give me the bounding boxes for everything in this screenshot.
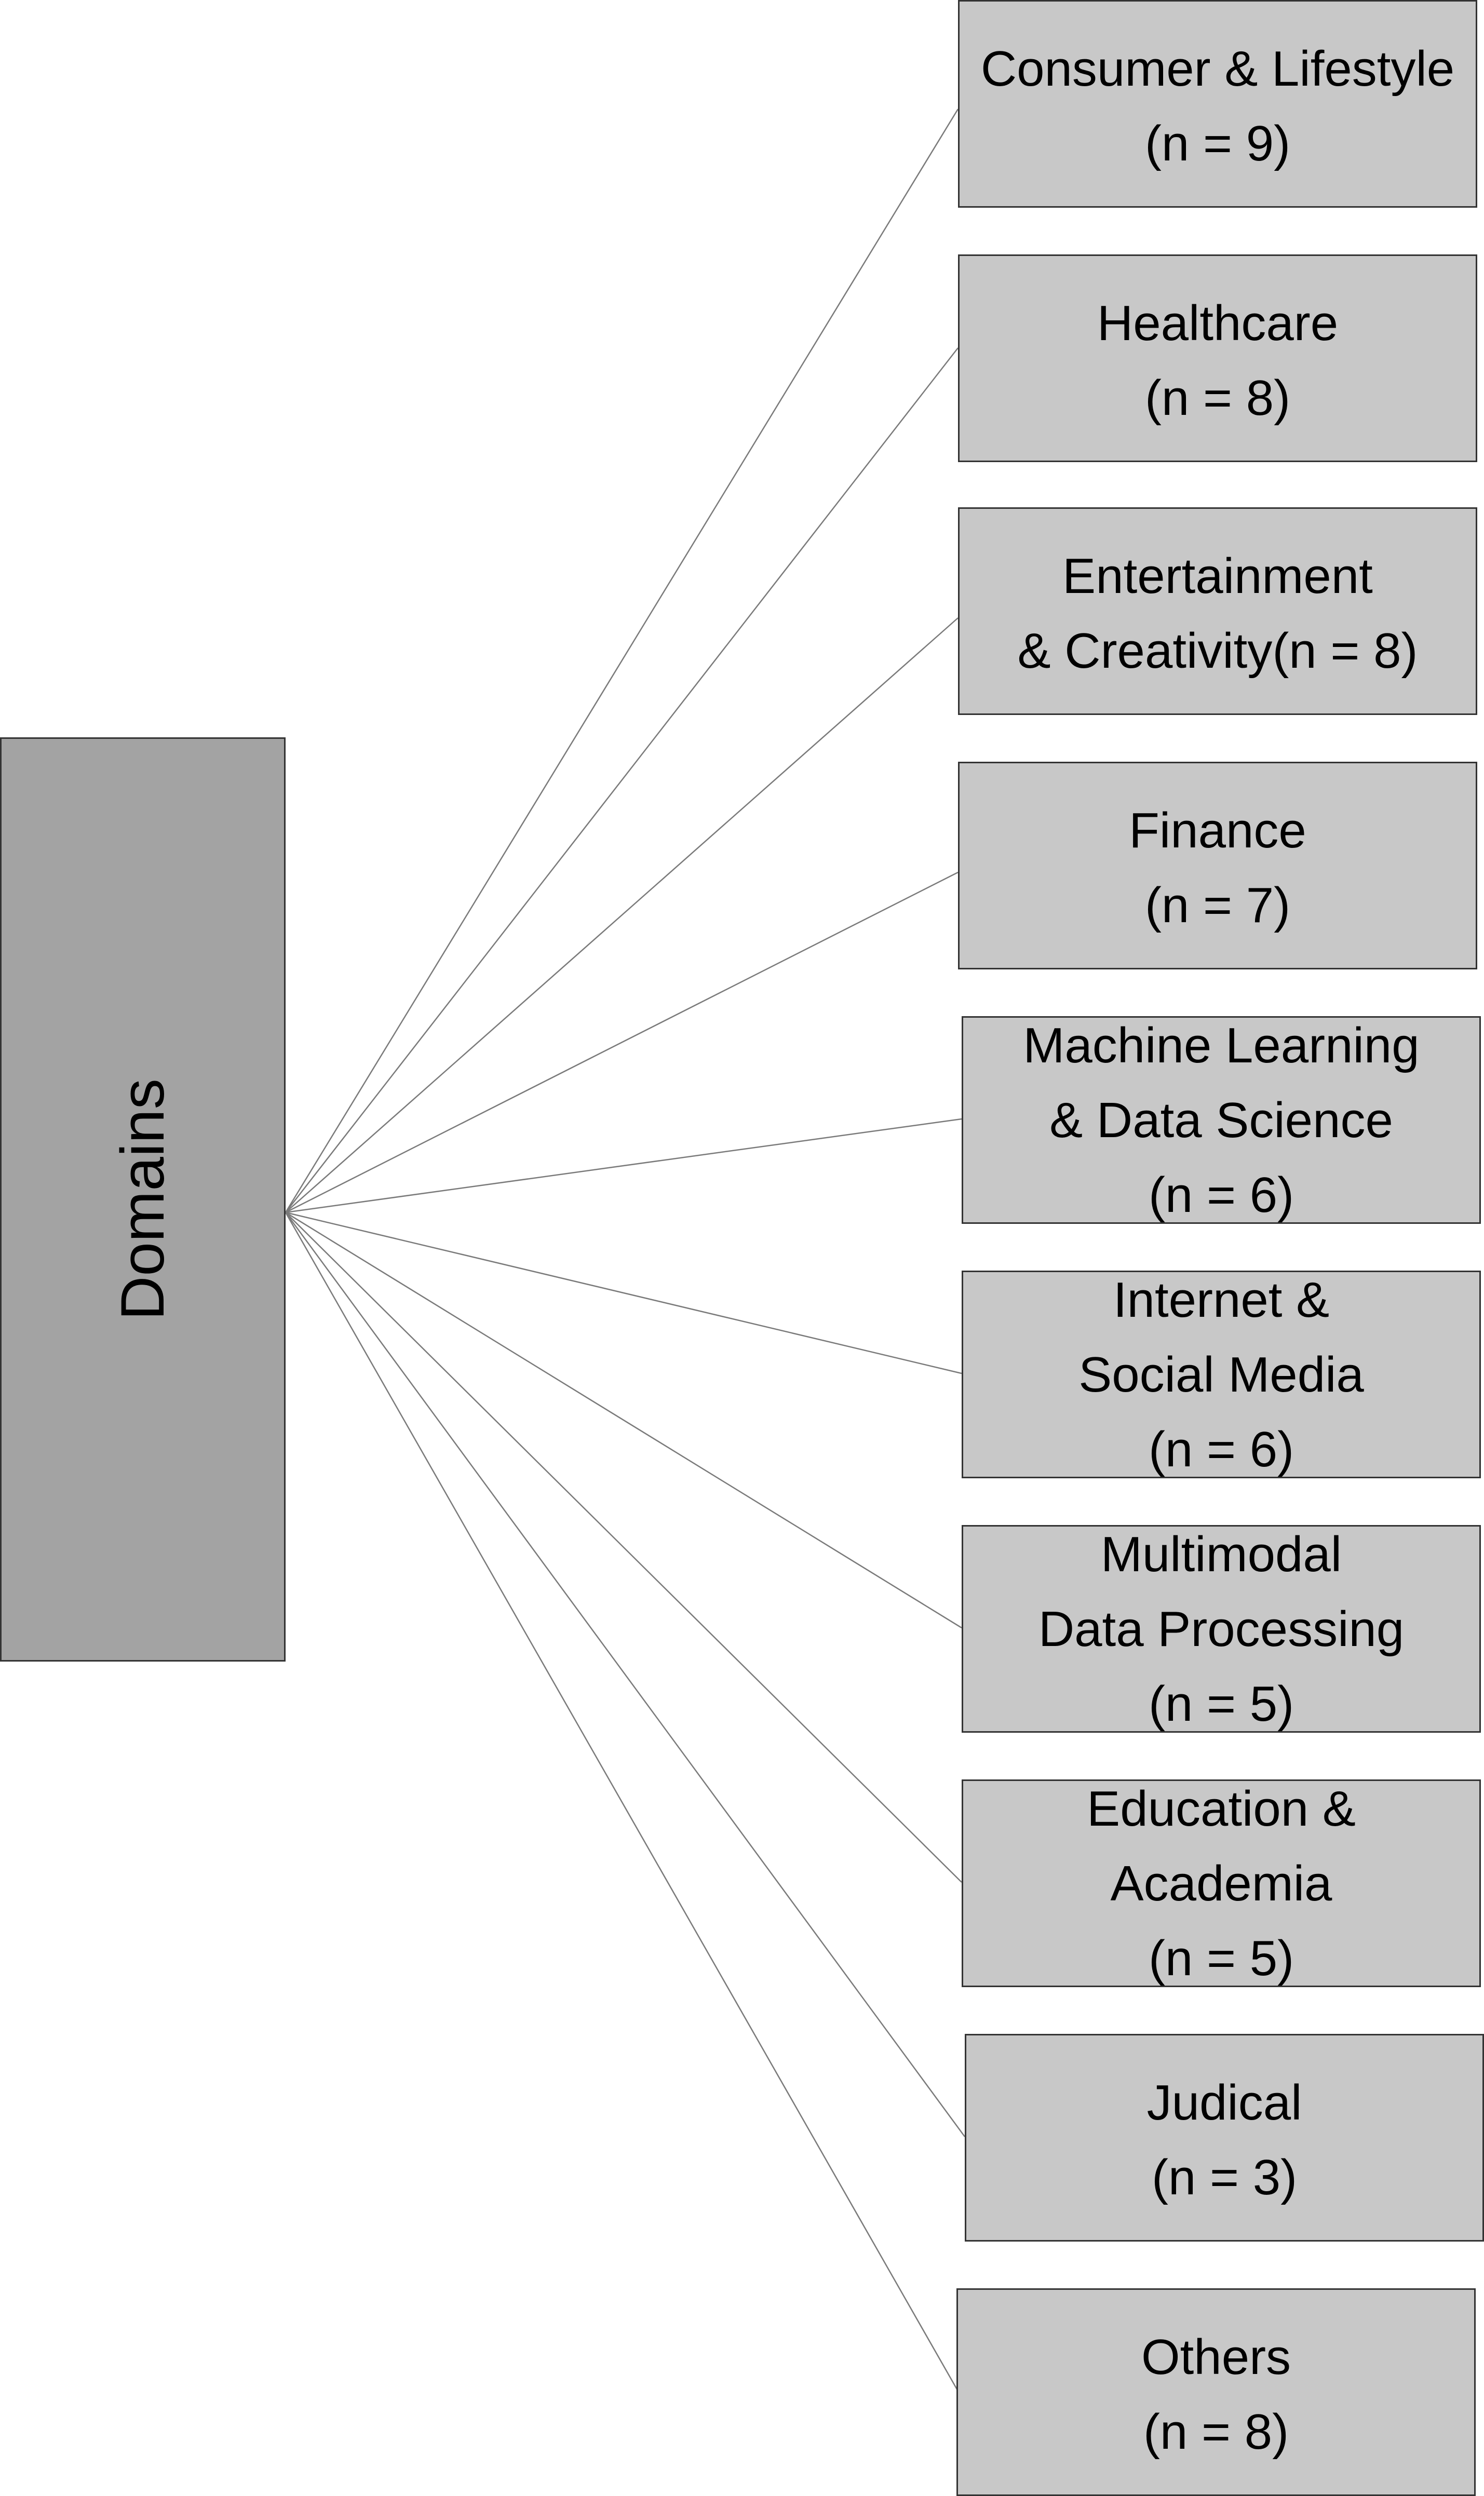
connector-line-machine-learning — [285, 1118, 962, 1213]
domain-node-entertainment-creativity: Entertainment & Creativity(n = 8) — [958, 507, 1477, 715]
domain-label: Internet & Social Media (n = 6) — [1078, 1272, 1364, 1477]
domain-node-machine-learning: Machine Learning & Data Science (n = 6) — [962, 1016, 1481, 1224]
connector-line-healthcare — [285, 347, 959, 1213]
domain-node-healthcare: Healthcare (n = 8) — [958, 254, 1477, 462]
connector-line-entertainment-creativity — [285, 617, 959, 1213]
domain-node-finance: Finance (n = 7) — [958, 762, 1477, 969]
connector-line-judical — [285, 1212, 966, 2137]
connector-line-multimodal — [285, 1211, 962, 1629]
connector-line-finance — [285, 871, 959, 1213]
domain-label: Machine Learning & Data Science (n = 6) — [1023, 1018, 1420, 1223]
domain-label: Entertainment & Creativity(n = 8) — [1017, 548, 1418, 679]
domain-label: Finance (n = 7) — [1129, 803, 1306, 933]
domain-label: Consumer & Lifestyle (n = 9) — [980, 41, 1455, 171]
connector-line-consumer-lifestyle — [285, 109, 959, 1213]
connector-line-education-academia — [285, 1212, 962, 1883]
domain-node-judical: Judical (n = 3) — [965, 2034, 1484, 2242]
domain-label: Judical (n = 3) — [1146, 2075, 1302, 2205]
domain-label: Multimodal Data Processing (n = 5) — [1038, 1527, 1405, 1732]
domain-label: Education & Academia (n = 5) — [1087, 1781, 1356, 1986]
root-node-label: Domains — [109, 1078, 177, 1320]
root-node-box — [0, 737, 286, 1662]
domain-label: Others (n = 8) — [1141, 2329, 1291, 2460]
domain-node-consumer-lifestyle: Consumer & Lifestyle (n = 9) — [958, 0, 1477, 208]
connector-line-internet-social-media — [285, 1211, 962, 1374]
domain-node-education-academia: Education & Academia (n = 5) — [962, 1779, 1481, 1987]
domain-node-multimodal-data-processing: Multimodal Data Processing (n = 5) — [962, 1525, 1481, 1733]
domain-node-others: Others (n = 8) — [956, 2288, 1476, 2496]
connector-line-others — [285, 1212, 959, 2392]
domain-label: Healthcare (n = 8) — [1097, 295, 1339, 426]
domain-node-internet-social-media: Internet & Social Media (n = 6) — [962, 1271, 1481, 1478]
